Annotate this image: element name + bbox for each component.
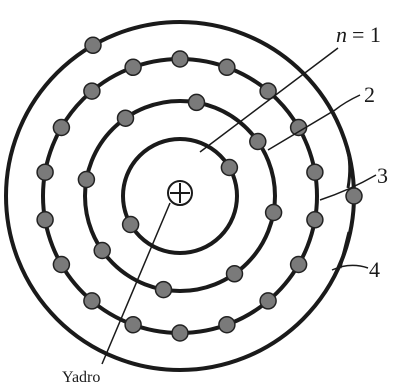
electron-shell-3	[260, 293, 276, 309]
electron-shell-3	[307, 212, 323, 228]
electron-shell-3	[125, 317, 141, 333]
tick-4	[340, 232, 349, 268]
label-n: n= 1	[336, 22, 381, 47]
electron-shell-3	[53, 120, 69, 136]
electron-shell-3	[37, 164, 53, 180]
electron-shell-2	[189, 94, 205, 110]
electron-shell-3	[53, 257, 69, 273]
electron-shell-3	[219, 59, 235, 75]
electron-shell-2	[250, 134, 266, 150]
electron-shell-3	[84, 83, 100, 99]
label-shell-2: 2	[364, 82, 375, 107]
electron-shell-2	[78, 172, 94, 188]
electron-shell-3	[37, 212, 53, 228]
electron-shell-3	[219, 317, 235, 333]
tick-3	[347, 148, 350, 188]
electron-shell-2	[266, 205, 282, 221]
electron-shell-2	[156, 282, 172, 298]
electron-shell-3	[172, 51, 188, 67]
label-n-eq: = 1	[352, 22, 381, 47]
electron-shell-3	[84, 293, 100, 309]
electron-shell-2	[118, 110, 134, 126]
electron-shell-2	[94, 243, 110, 259]
nucleus	[168, 181, 192, 205]
electron-shell-3	[291, 257, 307, 273]
electron-shell-1	[123, 217, 139, 233]
electron-shell-1	[221, 160, 237, 176]
electron-shell-3	[291, 120, 307, 136]
label-shell-3: 3	[377, 163, 388, 188]
label-nucleus: Yadro	[62, 369, 100, 386]
electron-shell-4	[85, 37, 101, 53]
label-n-letter: n	[336, 22, 347, 47]
electron-shell-3	[172, 325, 188, 341]
electron-shell-2	[227, 266, 243, 282]
electron-shell-3	[307, 164, 323, 180]
label-shell-4: 4	[369, 257, 380, 282]
electron-shell-3	[125, 59, 141, 75]
electron-shell-4	[346, 188, 362, 204]
